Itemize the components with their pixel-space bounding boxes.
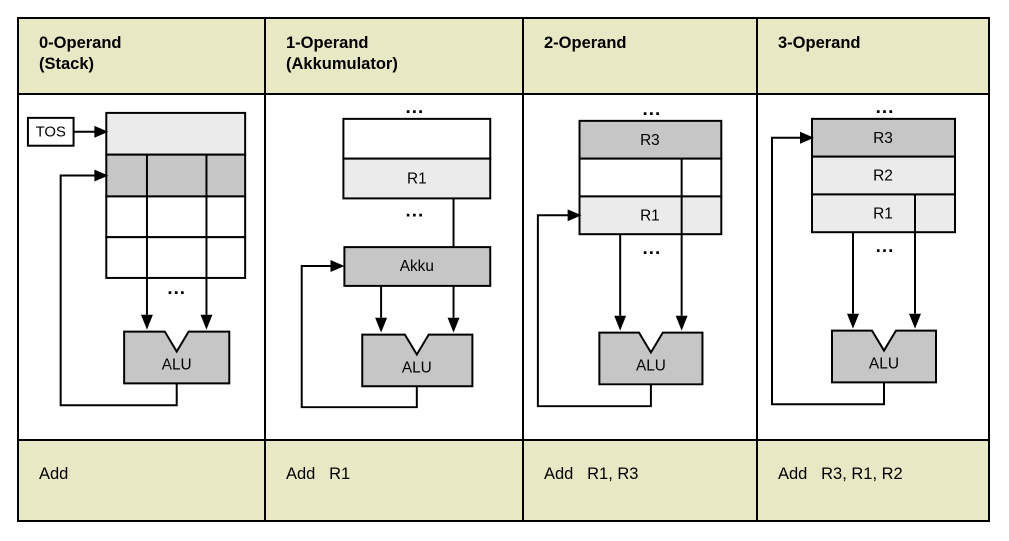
table-instruction-row: Add Add R1 Add R1, R3 Add R3, R1, R2 (19, 441, 988, 520)
three-feedback-arrowhead (800, 131, 814, 144)
instruction-label-0-operand: Add (39, 465, 69, 483)
two-register-cell-blank (578, 157, 723, 198)
instruction-label-1-operand: Add R1 (286, 465, 351, 483)
three-alu-label: ALU (869, 356, 899, 373)
accu-accumulator-box (343, 246, 492, 287)
accu-feedback-arrowhead (330, 260, 345, 272)
accu-feedback-path (300, 265, 418, 409)
accu-register-cell-blank (342, 117, 492, 160)
tos-pointer-label: TOS (36, 125, 66, 141)
table-diagram-row: ... ALU TOS ... (19, 95, 988, 441)
two-register-label-r1: R1 (640, 207, 660, 224)
instruction-cell-2-operand: Add R1, R3 (524, 441, 758, 520)
table-header-row: 0-Operand (Stack) 1-Operand (Akkumulator… (19, 19, 988, 95)
accu-arrowhead-right (447, 317, 460, 333)
stack-arrowhead-right (200, 314, 213, 330)
two-register-label-r3: R3 (640, 132, 660, 149)
accu-register-label-r1: R1 (407, 171, 427, 188)
stack-arrowhead-left (141, 314, 153, 330)
diagram-cell-accumulator: ... R1 ... Akku (266, 95, 524, 439)
header-label-3-operand: 3-Operand (778, 34, 861, 52)
three-register-label-r3: R3 (873, 130, 893, 147)
three-arrowhead-right (909, 313, 921, 329)
accu-ellipsis-bottom: ... (405, 199, 424, 220)
accumulator-architecture-diagram: ... R1 ... Akku (300, 96, 492, 409)
header-cell-1-operand: 1-Operand (Akkumulator) (266, 19, 524, 93)
two-register-cell-r3 (578, 119, 723, 160)
stack-architecture-diagram: ... ALU TOS (26, 111, 247, 407)
stack-feedback-arrowhead (94, 169, 109, 182)
tos-pointer-arrowhead (94, 125, 109, 138)
three-register-label-r1: R1 (873, 205, 893, 222)
two-alu-label: ALU (636, 357, 666, 374)
accu-arrowhead-left (375, 317, 388, 333)
accu-register-cell-r1 (342, 157, 492, 200)
header-label-0-operand: 0-Operand (Stack) (39, 34, 122, 73)
header-cell-3-operand: 3-Operand (758, 19, 988, 93)
stack-alu-label: ALU (162, 356, 192, 373)
instruction-cell-3-operand: Add R3, R1, R2 (758, 441, 988, 520)
diagram-cell-two-operand: ... R3 R1 ... ALU (524, 95, 758, 439)
instruction-cell-0-operand: Add (19, 441, 266, 520)
stack-feedback-path (59, 174, 178, 407)
three-alu-shape (831, 329, 937, 384)
instruction-label-3-operand: Add R3, R1, R2 (778, 465, 903, 483)
header-label-2-operand: 2-Operand (544, 34, 627, 52)
header-cell-0-operand: 0-Operand (Stack) (19, 19, 266, 93)
two-ellipsis-bottom: ... (643, 237, 662, 258)
header-cell-2-operand: 2-Operand (524, 19, 758, 93)
three-ellipsis-top: ... (876, 97, 895, 118)
three-ellipsis-bottom: ... (876, 236, 895, 257)
instruction-cell-1-operand: Add R1 (266, 441, 524, 520)
three-feedback-path (771, 136, 885, 406)
three-register-cell-r2 (811, 155, 956, 196)
accu-accumulator-label: Akku (400, 258, 434, 275)
two-ellipsis-top: ... (643, 98, 662, 119)
two-feedback-path (536, 214, 652, 408)
three-register-cell-r1 (811, 193, 956, 234)
three-register-label-r2: R2 (873, 168, 893, 185)
stack-cell-top (105, 111, 247, 156)
instruction-label-2-operand: Add R1, R3 (544, 465, 639, 483)
three-arrowhead-left (847, 313, 859, 329)
stack-ellipsis: ... (167, 277, 186, 298)
header-label-1-operand: 1-Operand (Akkumulator) (286, 34, 398, 73)
two-arrowhead-right (675, 315, 688, 331)
two-alu-shape (598, 331, 704, 386)
stack-alu-shape (123, 330, 231, 385)
two-feedback-arrowhead (567, 209, 582, 222)
two-operand-architecture-diagram: ... R3 R1 ... ALU (536, 98, 723, 408)
stack-cell-third (105, 195, 247, 239)
operand-comparison-table: 0-Operand (Stack) 1-Operand (Akkumulator… (17, 17, 990, 522)
stack-cell-fourth (105, 236, 247, 279)
accu-alu-shape (361, 333, 474, 388)
accu-ellipsis-top: ... (405, 96, 424, 117)
three-operand-architecture-diagram: ... R3 R2 R1 ... ALU (771, 97, 956, 406)
two-arrowhead-left (614, 315, 627, 331)
stack-cell-second (105, 153, 247, 198)
accu-alu-label: ALU (402, 359, 432, 376)
diagram-cell-three-operand: ... R3 R2 R1 ... ALU (758, 95, 988, 439)
diagram-cell-stack: ... ALU TOS (19, 95, 266, 439)
